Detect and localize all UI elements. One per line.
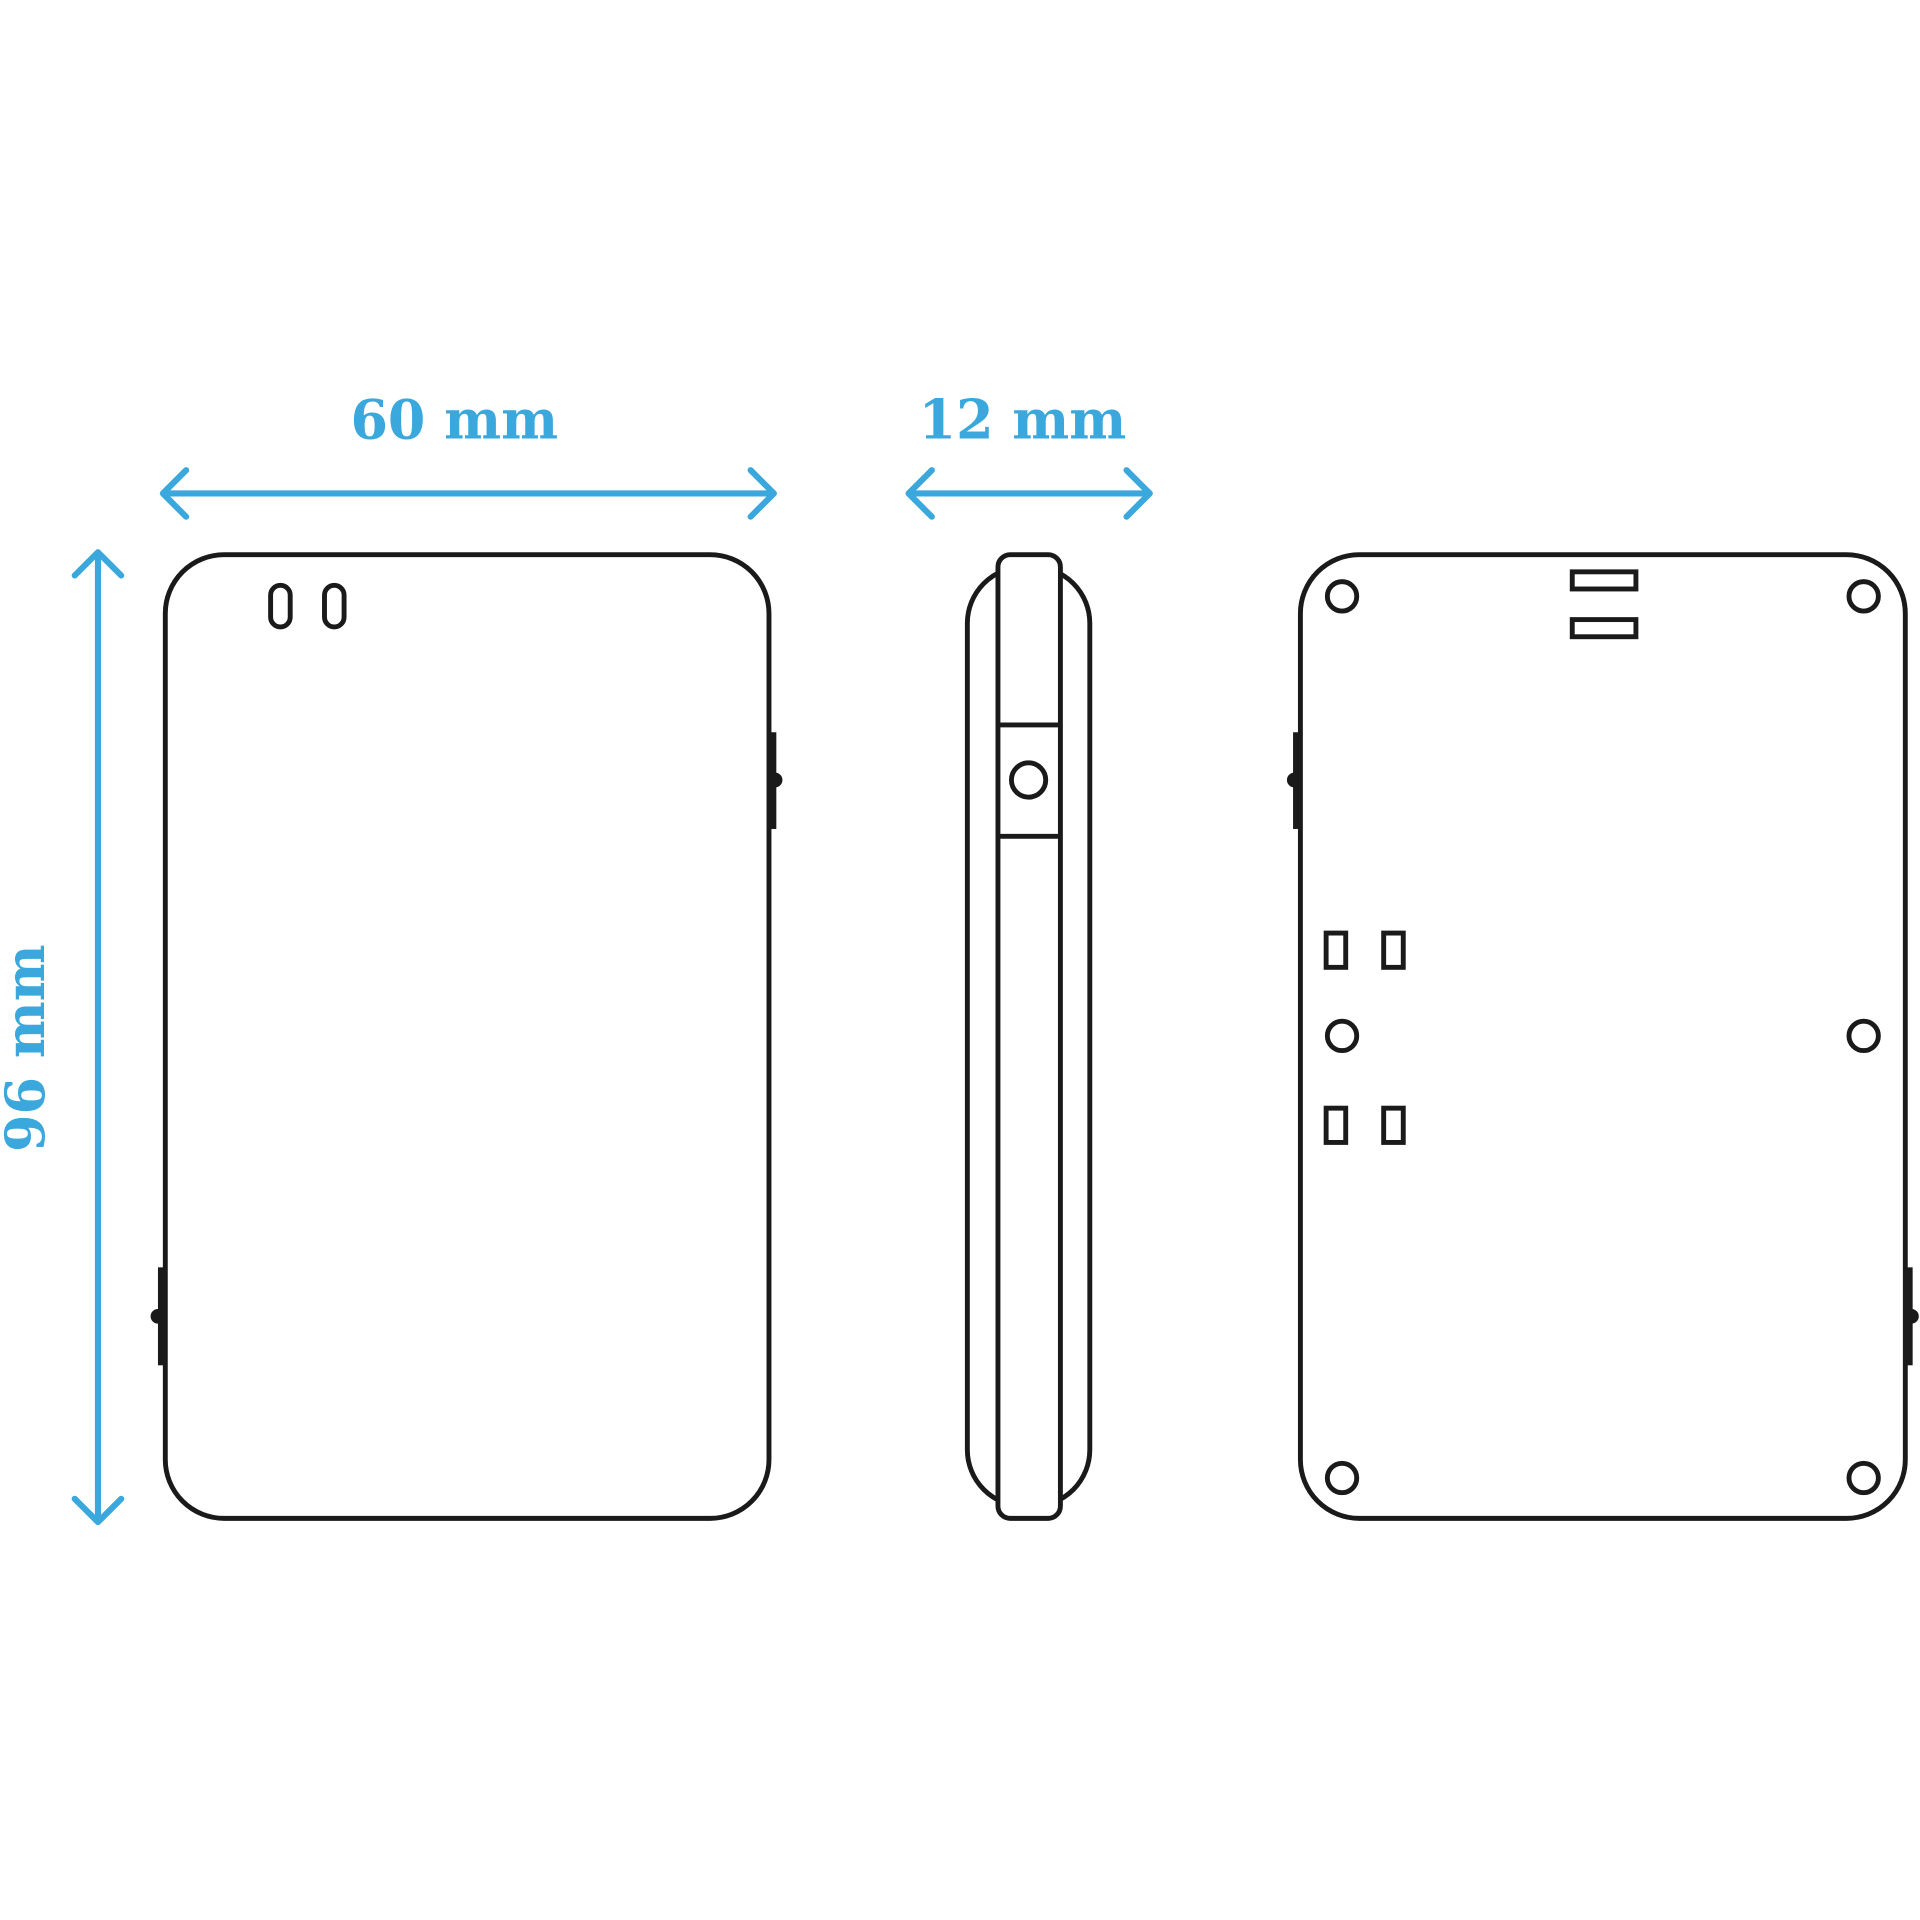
- side-view: [964, 552, 1093, 1521]
- side-button-right: [767, 732, 783, 829]
- sensor-slot: [322, 582, 347, 630]
- mount-slot: [1381, 1105, 1406, 1145]
- height-label: 96 mm: [0, 944, 57, 1152]
- side-button-right: [1904, 1267, 1919, 1366]
- depth-label: 12 mm: [919, 387, 1127, 451]
- screw-icon: [1846, 579, 1881, 614]
- vent-slot: [1569, 617, 1639, 640]
- screw-icon: [1324, 1018, 1360, 1054]
- width-label: 60 mm: [350, 387, 558, 451]
- vent-slot: [1569, 569, 1639, 592]
- mount-slot: [1381, 930, 1406, 970]
- sensor-slot: [268, 582, 293, 630]
- width-arrow: [159, 467, 777, 520]
- mount-slot: [1323, 1105, 1349, 1145]
- front-view: [150, 552, 783, 1521]
- mount-slot: [1323, 930, 1349, 970]
- side-button-left: [1286, 732, 1302, 829]
- port-icon: [1008, 760, 1049, 800]
- screw-icon: [1846, 1018, 1881, 1054]
- screw-icon: [1846, 1460, 1881, 1496]
- screw-icon: [1324, 579, 1360, 614]
- side-button-left: [150, 1267, 167, 1366]
- depth-arrow: [905, 467, 1153, 520]
- screw-icon: [1324, 1460, 1360, 1496]
- height-arrow: [71, 549, 125, 1526]
- back-view: [1286, 552, 1919, 1521]
